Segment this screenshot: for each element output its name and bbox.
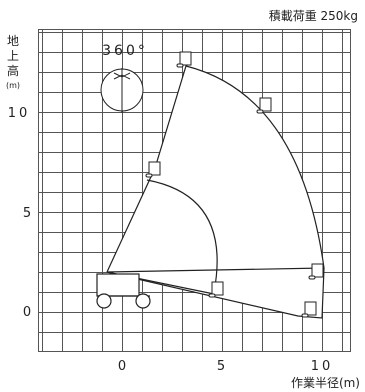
x-tick-label: 5 [217,359,225,374]
platform-basket-icon [301,301,317,318]
capacity-label: 積載荷重 250kg [269,8,358,23]
y-axis-unit: (m) [6,81,20,90]
y-axis-label-char: 上 [7,49,19,63]
x-tick-label: 0 [118,359,126,374]
rear-wheel-icon [135,293,151,309]
y-axis-label: 地 上 高 (m) [6,34,20,90]
y-tick-label: 10 [8,106,31,121]
x-tick-label: 10 [311,359,334,374]
rotation-arrow-icon [113,72,131,78]
y-axis-label-char: 地 [7,34,19,48]
y-tick-label: 0 [23,305,31,320]
rotation-label: 360° [102,43,148,59]
platform-basket-icon [208,281,224,298]
vehicle-base [96,273,151,309]
grid-frame [38,29,351,352]
x-axis-label: 作業半径(m) [291,376,360,390]
platform-basket-icon [256,97,272,114]
reach-line [106,267,325,273]
rotation-indicator: 360° [100,43,148,113]
rotation-arrow-icon [113,74,131,80]
inner-swing-arc [146,179,218,293]
front-wheel-icon [96,293,112,309]
platform-basket-icon [176,51,192,68]
y-tick-label: 5 [23,206,31,221]
y-axis-label-char: 高 [7,63,19,78]
platform-basket-icon [308,263,324,280]
chassis [96,273,140,297]
platform-basket-icon [145,161,161,178]
